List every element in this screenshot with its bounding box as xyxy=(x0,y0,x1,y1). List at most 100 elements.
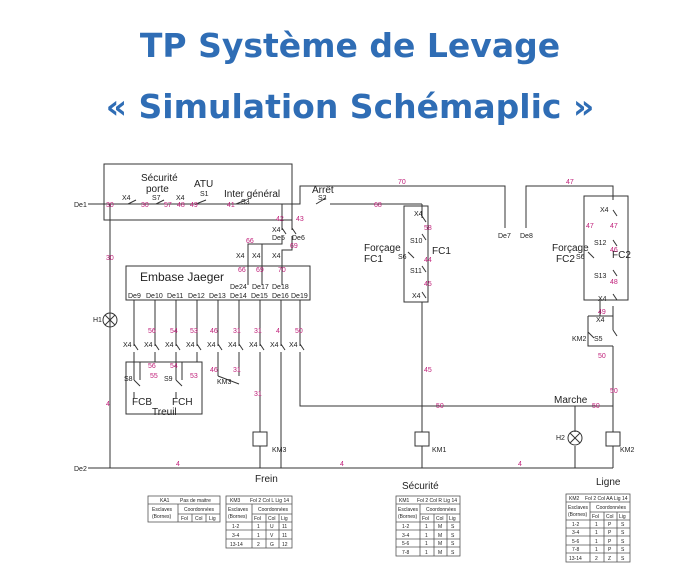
wire-69: 69 xyxy=(290,243,298,250)
ka1-title: KA1 xyxy=(160,498,170,504)
km3-col-fol: Fol xyxy=(254,516,261,522)
label-ligne: Ligne xyxy=(596,477,621,488)
tag-x4-fc1b: X4 xyxy=(412,293,421,300)
km2-r1-c1: 1-2 xyxy=(572,522,579,528)
tag-x4-j4: X4 xyxy=(186,342,195,349)
terminal-de16: De16 xyxy=(272,293,289,300)
wire-47b: 47 xyxy=(586,223,594,230)
tag-km3-coil: KM3 xyxy=(272,447,287,454)
label-securite-porte-1: Sécurité xyxy=(141,173,178,184)
label-securite: Sécurité xyxy=(402,481,439,492)
tag-s2: S2 xyxy=(318,195,327,202)
wire-numbers: 30 30 57 48 49 41 42 43 68 70 47 30 66 6… xyxy=(106,179,618,468)
wire-54b: 54 xyxy=(170,363,178,370)
km3-coord: Coordonnées xyxy=(258,507,289,513)
coil-km1-icon xyxy=(414,431,430,447)
km1-esclaves: Esclaves xyxy=(398,507,419,513)
wire-50a: 50 xyxy=(598,353,606,360)
contacts xyxy=(127,197,618,387)
km1-title: KM1 xyxy=(399,498,410,504)
km1-r1-c3: M xyxy=(438,524,442,530)
km3-folio: Fol 2 Col L Lig 14 xyxy=(250,498,289,504)
tag-s1: S1 xyxy=(200,191,209,198)
km2-r2-c1: 3-4 xyxy=(572,530,579,536)
tag-x4-e: X4 xyxy=(252,253,261,260)
lamp-h1-icon xyxy=(102,312,118,328)
tag-x4-fc2b: X4 xyxy=(598,296,607,303)
wire-49: 49 xyxy=(190,202,198,209)
label-arret: Arrêt xyxy=(312,185,334,196)
km2-esclaves: Esclaves xyxy=(568,505,589,511)
km2-r3-c2: 1 xyxy=(595,539,598,545)
km2-r2-c4: S xyxy=(621,530,625,536)
fc1-box xyxy=(403,205,429,303)
wire-54: 54 xyxy=(170,328,178,335)
km2-r5-c3: Z xyxy=(608,556,611,562)
km1-r1-c4: S xyxy=(451,524,455,530)
wire-43: 43 xyxy=(296,216,304,223)
km1-coord: Coordonnées xyxy=(426,507,457,513)
terminal-de8: De8 xyxy=(520,233,533,240)
wire-45a: 45 xyxy=(424,281,432,288)
km1-r1-c2: 1 xyxy=(425,524,428,530)
coil-km3-icon xyxy=(252,431,268,447)
wire-69b: 69 xyxy=(256,267,264,274)
table-km1: KM1 Fol 2 Col R Lig 14 Esclaves (Bornes)… xyxy=(395,495,461,557)
wire-30a: 30 xyxy=(106,202,114,209)
wire-46b: 46 xyxy=(210,328,218,335)
km1-r1-c1: 1-2 xyxy=(402,524,409,530)
tag-x4-j9: X4 xyxy=(289,342,298,349)
km2-r5-c1: 13-14 xyxy=(569,556,582,562)
km2-r3-c3: P xyxy=(608,539,612,545)
label-fcb: FCB xyxy=(132,397,152,408)
wire-56: 56 xyxy=(148,328,156,335)
wire-46c: 46 xyxy=(210,367,218,374)
km3-r3-c3: G xyxy=(270,542,274,548)
tag-km1-coil: KM1 xyxy=(432,447,447,454)
wire-50b: 50 xyxy=(610,388,618,395)
km2-r2-c3: P xyxy=(608,530,612,536)
km1-col-fol: Fol xyxy=(422,516,429,522)
table-ka1: KA1 Pas de maitre Esclaves (Bornes) Coor… xyxy=(147,495,221,523)
wire-47a: 47 xyxy=(566,179,574,186)
tag-x4-a: X4 xyxy=(122,195,131,202)
tag-s10: S10 xyxy=(410,238,423,245)
wire-4e: 4 xyxy=(518,461,522,468)
tag-x4-d: X4 xyxy=(236,253,245,260)
km2-col-col: Col xyxy=(606,514,614,520)
km3-title: KM3 xyxy=(230,498,241,504)
tag-s12: S12 xyxy=(594,240,607,247)
tag-s11: S11 xyxy=(410,268,422,275)
wiring xyxy=(88,163,629,469)
terminal-de19: De19 xyxy=(291,293,308,300)
km3-col-col: Col xyxy=(268,516,276,522)
page-subtitle: « Simulation Schémaplic » xyxy=(105,87,595,126)
wire-4c: 4 xyxy=(176,461,180,468)
wire-31c: 31 xyxy=(254,328,262,335)
lamp-h2-icon xyxy=(567,430,583,446)
wire-53: 53 xyxy=(190,328,198,335)
terminal-de12: De12 xyxy=(188,293,205,300)
label-fch: FCH xyxy=(172,397,193,408)
km1-r2-c1: 3-4 xyxy=(402,533,409,539)
wire-50c: 50 xyxy=(295,328,303,335)
tag-s8: S8 xyxy=(124,376,133,383)
wire-4d: 4 xyxy=(340,461,344,468)
km1-bornes: (Bornes) xyxy=(398,514,418,520)
wire-55: 55 xyxy=(150,373,158,380)
tag-km3-contact: KM3 xyxy=(217,379,232,386)
tag-s4: S6 xyxy=(576,254,585,261)
label-treuil: Treuil xyxy=(152,407,177,418)
terminal-de5: De5 xyxy=(272,235,285,242)
tag-x4-j5: X4 xyxy=(207,342,216,349)
ka1-col-fol: Fol xyxy=(181,516,188,522)
wire-31a: 31 xyxy=(233,328,241,335)
table-km3: KM3 Fol 2 Col L Lig 14 Esclaves (Bornes)… xyxy=(225,495,293,549)
terminal-de9: De9 xyxy=(128,293,141,300)
km2-r4-c2: 1 xyxy=(595,547,598,553)
top-frame xyxy=(103,163,293,221)
wire-31b: 31 xyxy=(233,367,241,374)
terminal-de10: De10 xyxy=(146,293,163,300)
label-forcage-fc1-1: Forçage xyxy=(364,243,401,254)
tag-x4-j7: X4 xyxy=(249,342,258,349)
